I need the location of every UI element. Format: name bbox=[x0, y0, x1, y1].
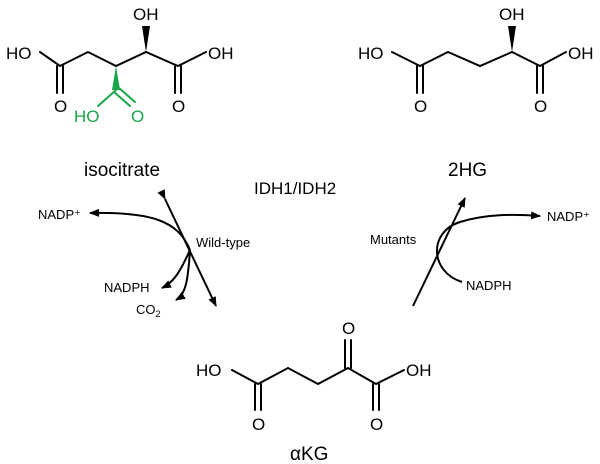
akg-ho-left: HO bbox=[196, 361, 222, 380]
two-hg-ho-left: HO bbox=[358, 44, 384, 63]
isocitrate-oh-top: OH bbox=[133, 5, 159, 24]
two-hg-o-right: O bbox=[534, 97, 547, 116]
akg-o-top: O bbox=[342, 319, 355, 338]
mutant-cofactor-arrow bbox=[436, 211, 541, 283]
mutant-main-arrow bbox=[412, 197, 466, 307]
two-hg-label: 2HG bbox=[448, 160, 487, 181]
akg-structure: O HO OH O O bbox=[196, 319, 432, 434]
akg-o-left: O bbox=[252, 415, 265, 434]
nadph-left-label: NADPH bbox=[104, 280, 150, 295]
isocitrate-o-left: O bbox=[54, 97, 67, 116]
nadp-left-arrow bbox=[89, 208, 191, 251]
enzyme-label: IDH1/IDH2 bbox=[254, 179, 336, 198]
akg-label: αKG bbox=[290, 444, 328, 464]
mutants-label: Mutants bbox=[370, 232, 417, 247]
isocitrate-ho-left: HO bbox=[6, 44, 32, 63]
two-hg-structure: OH HO OH O O bbox=[358, 5, 594, 116]
nadp-left-label: NADP⁺ bbox=[38, 207, 81, 222]
nadp-right-label: NADP⁺ bbox=[547, 209, 590, 224]
isocitrate-o-right: O bbox=[172, 97, 185, 116]
isocitrate-o-green: O bbox=[131, 107, 144, 126]
two-hg-oh-right: OH bbox=[568, 44, 594, 63]
isocitrate-label: isocitrate bbox=[84, 160, 160, 181]
wild-type-reaction: Wild-type NADP⁺ NADPH CO2 bbox=[38, 189, 250, 319]
akg-oh-right: OH bbox=[406, 361, 432, 380]
isocitrate-oh-right: OH bbox=[208, 44, 234, 63]
isocitrate-ho-green: HO bbox=[74, 107, 100, 126]
nadph-right-label: NADPH bbox=[466, 278, 512, 293]
co2-arrow bbox=[175, 249, 191, 301]
isocitrate-structure: OH HO OH O O HO O bbox=[6, 5, 234, 126]
two-hg-oh-top: OH bbox=[499, 5, 525, 24]
wild-type-label: Wild-type bbox=[196, 235, 250, 250]
mutant-reaction: Mutants NADP⁺ NADPH bbox=[370, 197, 590, 307]
two-hg-o-left: O bbox=[414, 97, 427, 116]
co2-label: CO2 bbox=[136, 302, 161, 319]
nadph-left-arrow bbox=[161, 249, 191, 289]
akg-o-right: O bbox=[370, 415, 383, 434]
